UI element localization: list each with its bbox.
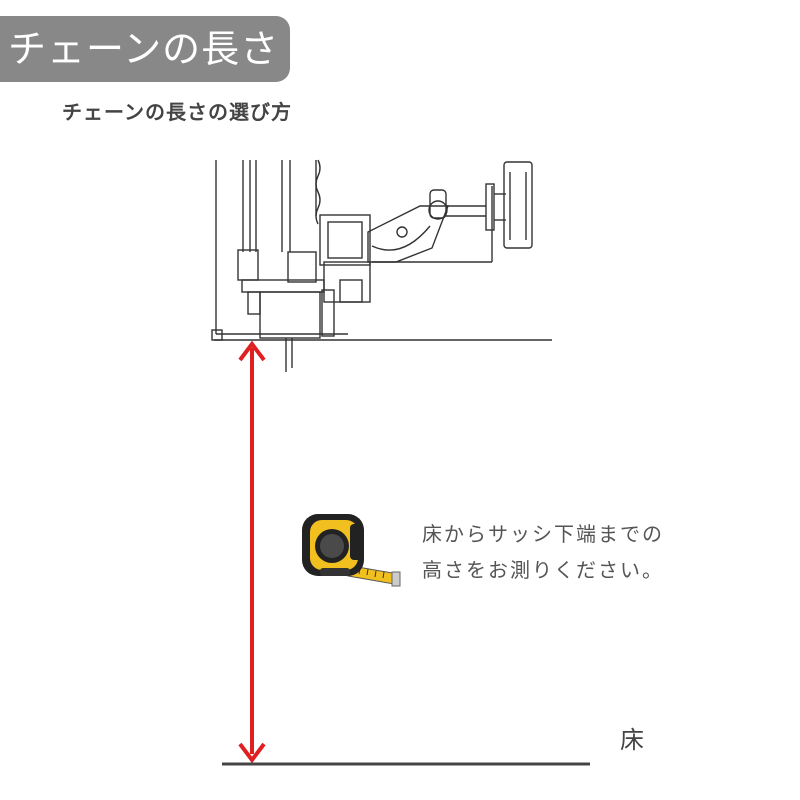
section-title: チェーンの長さ [0,16,290,82]
floor-label: 床 [620,726,644,754]
instruction-text: 床からサッシ下端までの 高さをお測りください。 [422,516,664,588]
instruction-line-2: 高さをお測りください。 [422,558,664,582]
measurement-arrow [238,340,266,764]
sash-cross-section [211,159,552,372]
subtitle: チェーンの長さの選び方 [62,100,292,124]
instruction-line-1: 床からサッシ下端までの [422,522,664,546]
tape-measure-icon [302,514,401,587]
